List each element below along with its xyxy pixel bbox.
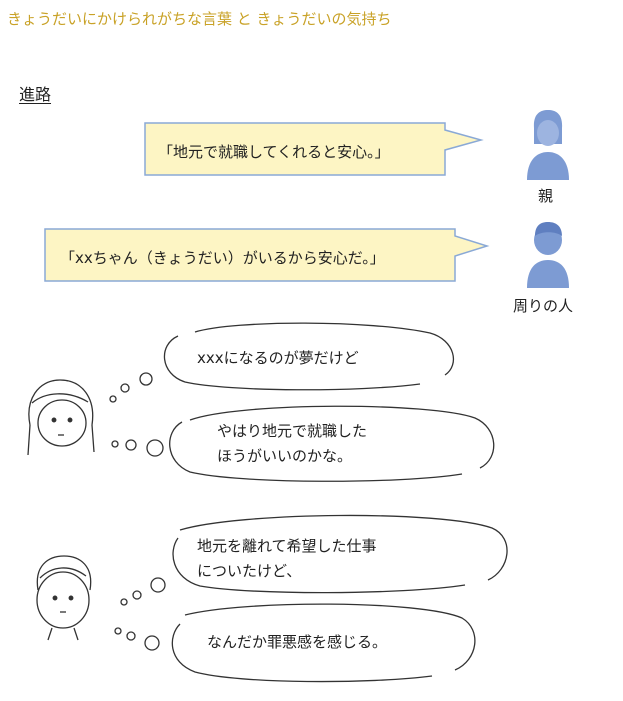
thought-bubble-boy-1 <box>172 514 508 594</box>
boy-face-drawing <box>36 555 92 641</box>
speech-text-parent: 「地元で就職してくれると安心。」 <box>158 143 390 161</box>
speaker-label-others: 周りの人 <box>513 297 574 315</box>
person-icon-woman <box>527 110 569 180</box>
thought-bubble-boy-2 <box>171 603 476 683</box>
speech-bubble-others <box>44 228 490 282</box>
thought-text-boy-2: なんだか罪悪感を感じる。 <box>207 633 388 651</box>
girl-face-drawing <box>27 379 95 456</box>
speaker-label-parent: 親 <box>538 187 554 205</box>
thought-text-girl-1: xxxになるのが夢だけど <box>197 349 359 367</box>
thought-text-girl-2: やはり地元で就職した ほうがいいのかな。 <box>217 422 368 465</box>
thought-text-boy-1: 地元を離れて希望した仕事 についたけど、 <box>197 537 377 580</box>
girl-thought-bubbles <box>109 322 495 482</box>
speech-text-others: 「xxちゃん（きょうだい）がいるから安心だ。」 <box>60 249 385 267</box>
person-icon-man <box>527 222 569 288</box>
speech-bubble-parent <box>144 122 484 176</box>
boy-thought-bubbles <box>114 514 508 683</box>
thought-bubble-girl-2 <box>169 405 495 482</box>
thought-bubble-girl-1 <box>163 322 454 391</box>
section-heading: 進路 <box>19 85 52 104</box>
page-title: きょうだいにかけられがちな言葉 と きょうだいの気持ち <box>7 10 392 28</box>
